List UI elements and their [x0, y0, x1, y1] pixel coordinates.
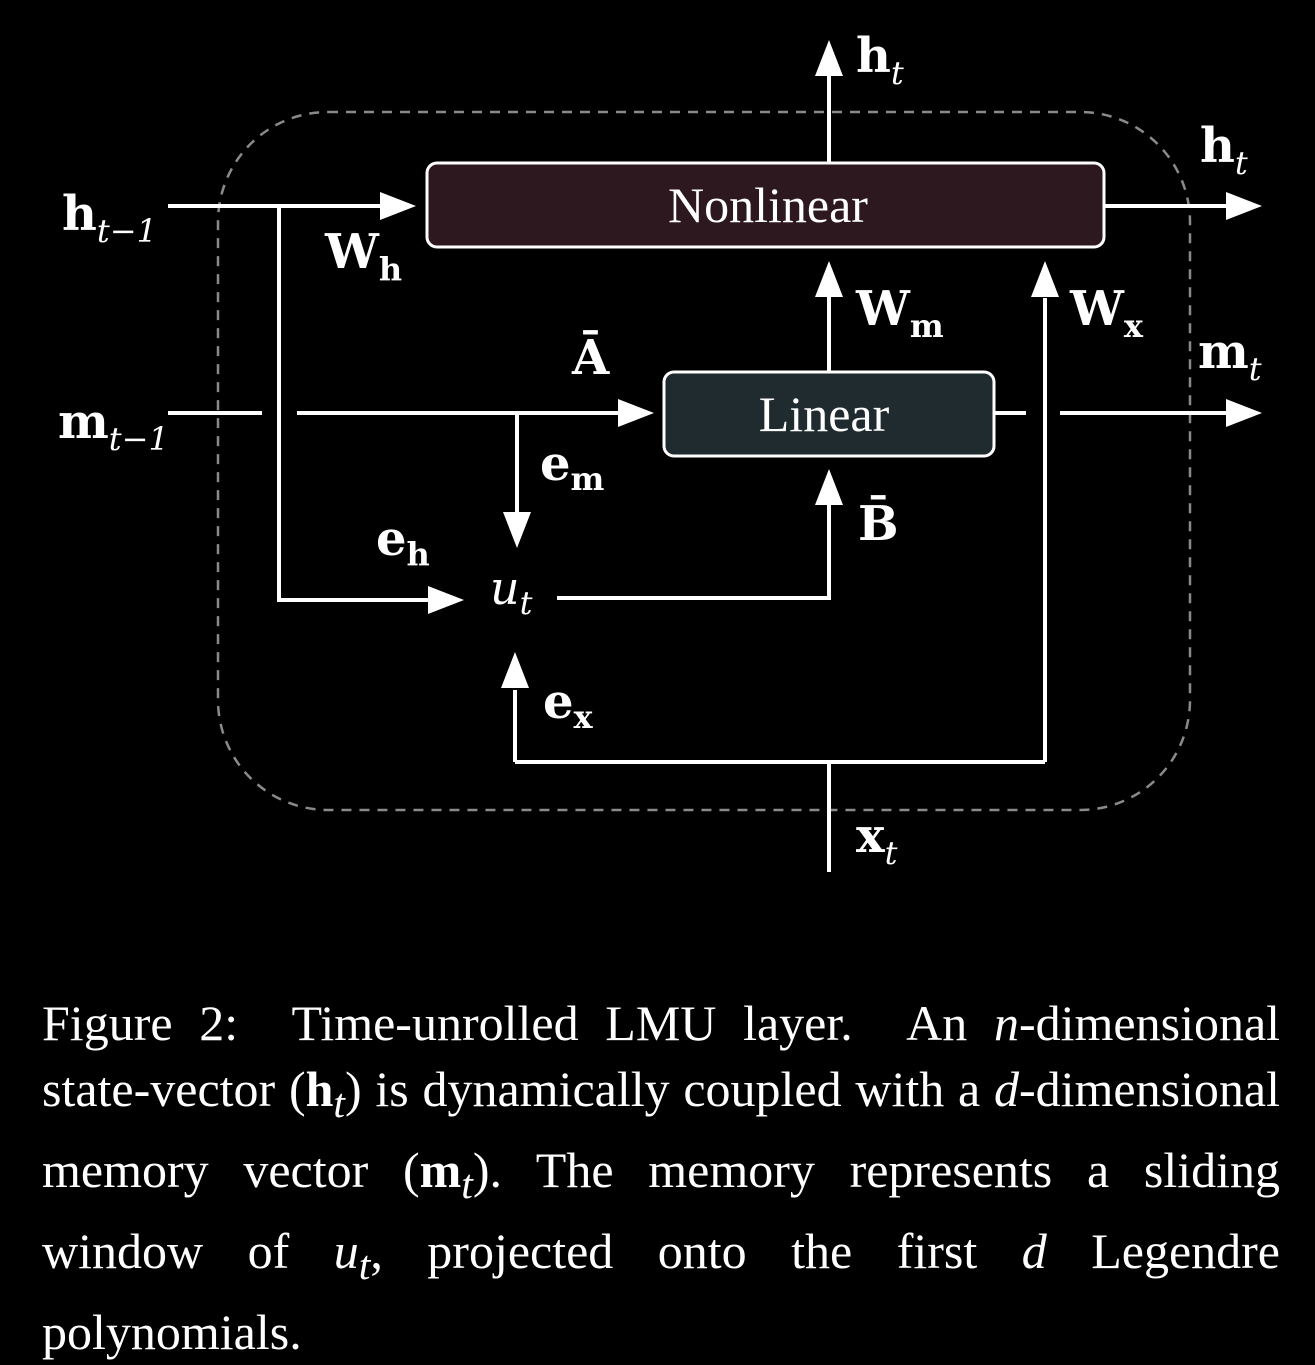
label-h-prev: ht−1	[62, 186, 157, 250]
label-w-m: Wm	[855, 281, 944, 345]
layer-boundary	[216, 110, 1192, 812]
label-w-x: Wx	[1069, 281, 1144, 345]
label-m-out: mt	[1198, 324, 1262, 388]
label-b-bar: B̄	[858, 494, 899, 552]
arrowhead-wx	[1031, 261, 1059, 297]
arrowhead-em	[503, 512, 531, 548]
figure-caption: Figure 2: Time-unrolled LMU layer. An n-…	[42, 990, 1280, 1365]
label-h-out-right: ht	[1200, 118, 1248, 182]
caption-math-d: d	[993, 1061, 1019, 1117]
label-h-out-top: ht	[856, 28, 904, 92]
eh-line	[277, 206, 430, 602]
arrowhead-ex	[501, 652, 529, 688]
arrowheads	[380, 40, 1262, 688]
caption-title: Time-unrolled LMU layer.	[291, 995, 853, 1051]
caption-text: -dimensional memory vector (	[42, 1061, 1280, 1198]
caption-label: Figure 2:	[42, 995, 239, 1051]
caption-math-t: t	[461, 1162, 473, 1208]
caption-text: ) is dynamically coupled with a	[344, 1061, 981, 1117]
label-m-prev: mt−1	[58, 394, 169, 458]
caption-math-m: m	[419, 1142, 462, 1198]
label-u-t: ut	[490, 561, 533, 622]
label-e-m: em	[540, 436, 605, 498]
arrowhead-h-out-right	[1226, 192, 1262, 220]
lmu-diagram: Nonlinear Linear	[58, 28, 1262, 872]
connections	[168, 74, 1228, 872]
arrowhead-h-out-top	[815, 40, 843, 76]
caption-text: An	[906, 995, 968, 1051]
caption-math-d: d	[1021, 1223, 1047, 1279]
label-x-t: xt	[856, 808, 898, 872]
label-e-h: eh	[376, 511, 430, 573]
caption-text: , projected onto the first	[370, 1223, 978, 1279]
label-e-x: ex	[543, 674, 594, 736]
caption-math-u: u	[333, 1223, 359, 1279]
label-w-h: Wh	[324, 224, 402, 288]
arrowhead-wm	[815, 261, 843, 297]
nonlinear-label: Nonlinear	[668, 177, 868, 233]
label-a-bar: Ā	[571, 329, 610, 386]
caption-math-t: t	[358, 1243, 371, 1289]
arrowhead-b-bar	[815, 469, 843, 505]
arrowhead-eh	[428, 586, 464, 614]
linear-label: Linear	[759, 386, 890, 442]
ut-to-linear-line	[557, 505, 831, 600]
caption-math-n: n	[993, 995, 1019, 1051]
caption-math-h: h	[305, 1061, 334, 1117]
arrowhead-a-bar	[618, 399, 654, 427]
caption-text: ). The memory represents a sliding windo…	[42, 1142, 1281, 1279]
caption-math-t: t	[333, 1081, 345, 1127]
caption-text: -dimensional state-vector (	[42, 995, 1281, 1117]
arrowhead-h-prev	[380, 192, 416, 220]
arrowhead-m-out	[1226, 399, 1262, 427]
